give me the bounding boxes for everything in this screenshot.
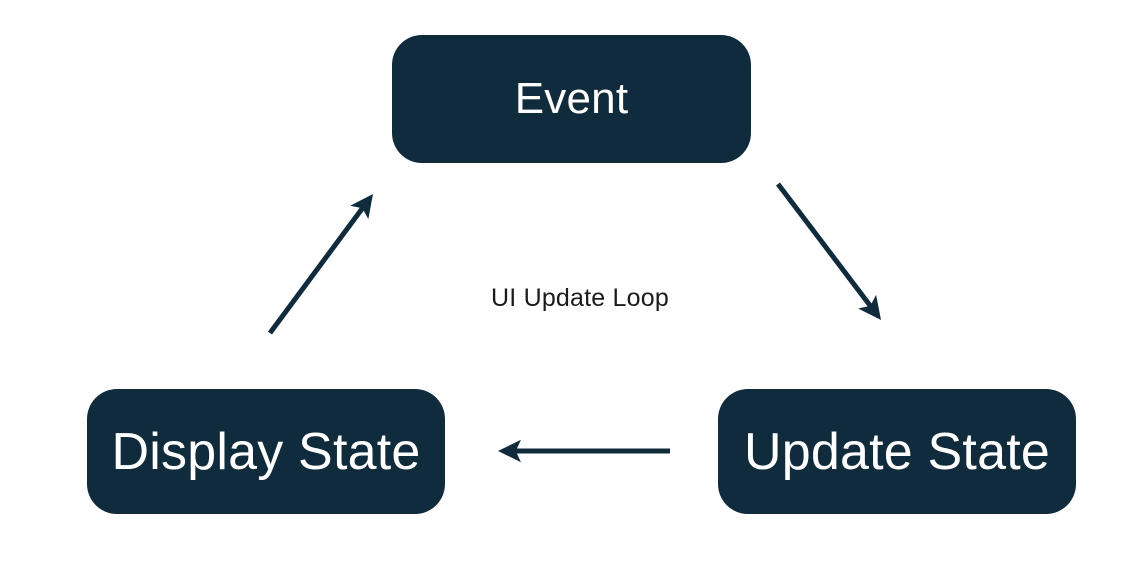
arrow-display-state-to-event	[267, 193, 373, 335]
node-event[interactable]: Event	[392, 35, 751, 163]
node-update-state[interactable]: Update State	[718, 389, 1076, 514]
node-display-state[interactable]: Display State	[87, 389, 445, 514]
arrow-event-to-update-state	[776, 182, 882, 320]
loop-center-label: UI Update Loop	[491, 284, 669, 312]
